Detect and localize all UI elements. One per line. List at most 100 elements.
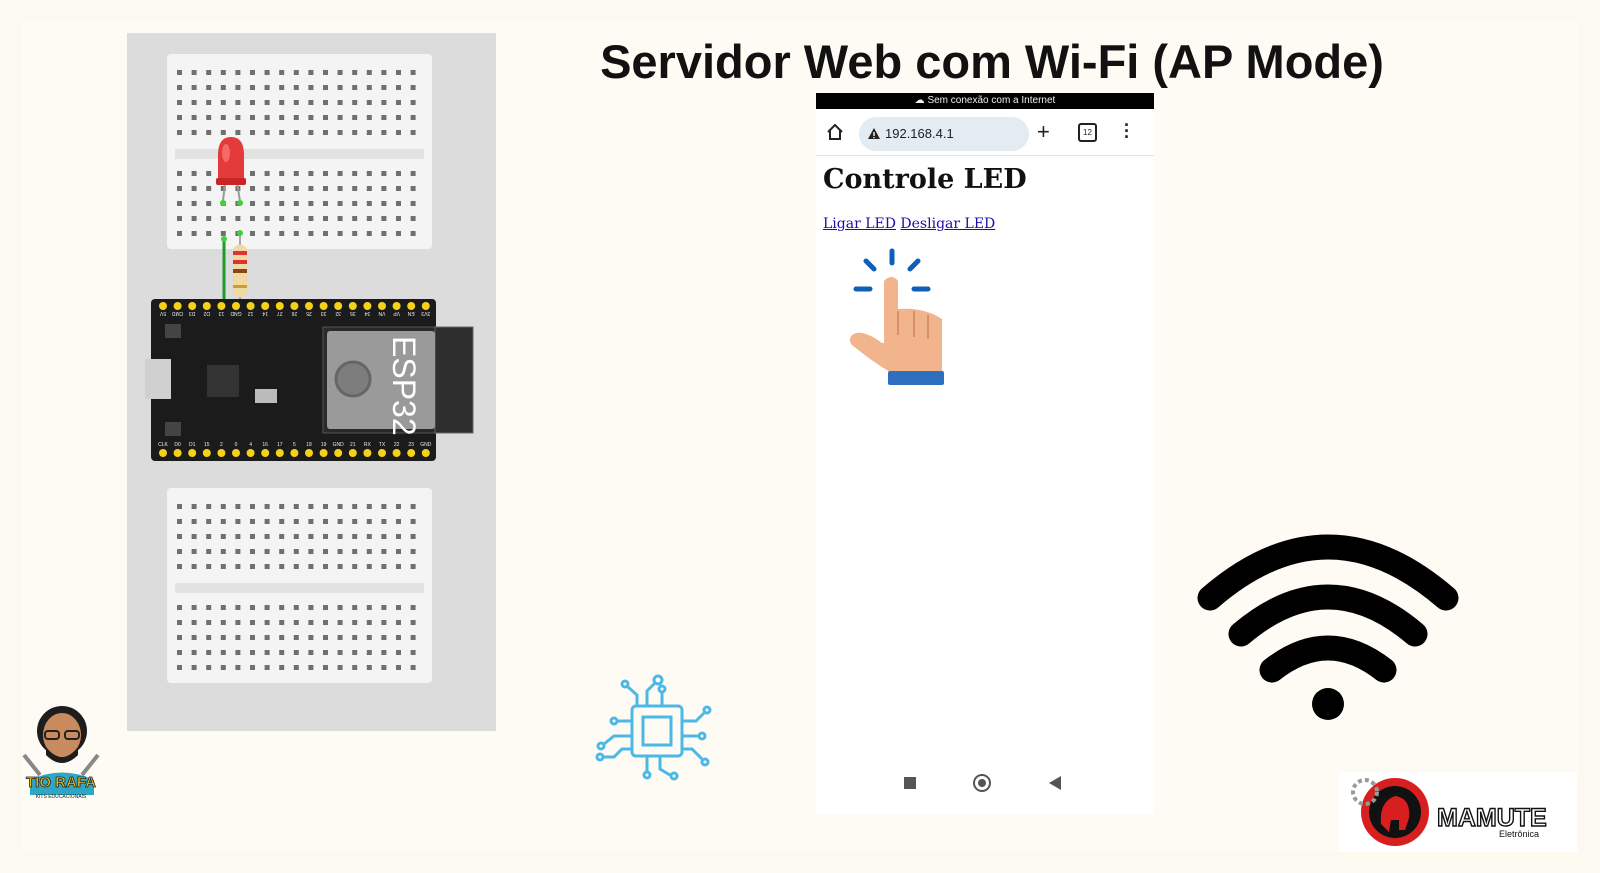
breadboard-hole xyxy=(279,549,285,554)
breadboard-hole xyxy=(410,216,416,221)
breadboard-hole xyxy=(206,504,212,509)
breadboard-hole xyxy=(293,534,299,539)
red-led xyxy=(216,137,246,206)
plus-icon[interactable]: + xyxy=(1037,119,1050,144)
breadboard-hole xyxy=(337,100,343,105)
breadboard-hole xyxy=(177,100,182,105)
breadboard-hole xyxy=(352,130,358,135)
breadboard-hole xyxy=(279,534,285,539)
home-icon[interactable] xyxy=(826,123,844,146)
breadboard-hole xyxy=(279,85,285,90)
page-heading: Controle LED xyxy=(823,164,1027,195)
breadboard-hole xyxy=(323,171,328,176)
breadboard-hole xyxy=(191,85,197,90)
tabs-icon[interactable]: 12 xyxy=(1078,123,1097,142)
breadboard-hole xyxy=(381,186,387,191)
more-vert-icon[interactable]: ··· xyxy=(1124,115,1130,147)
breadboard-hole xyxy=(250,171,255,176)
breadboard-hole xyxy=(264,519,270,524)
slide-title: Servidor Web com Wi-Fi (AP Mode) xyxy=(600,35,1384,88)
nav-square-icon[interactable] xyxy=(904,777,916,789)
pin-label: 17 xyxy=(277,442,283,448)
breadboard-hole xyxy=(396,605,401,610)
breadboard-hole xyxy=(177,605,182,610)
breadboard-hole xyxy=(381,519,387,524)
breadboard-hole xyxy=(206,650,212,655)
esp32-pin xyxy=(319,302,328,310)
breadboard-hole xyxy=(308,504,314,509)
breadboard-hole xyxy=(410,549,416,554)
breadboard-hole xyxy=(235,115,241,120)
pin-label: D2 xyxy=(203,310,210,316)
breadboard-hole xyxy=(177,70,182,75)
nav-circle-icon[interactable] xyxy=(973,774,991,792)
breadboard-hole xyxy=(279,70,285,75)
breadboard-hole xyxy=(381,201,387,206)
breadboard-hole xyxy=(410,564,416,569)
breadboard-hole xyxy=(308,85,314,90)
breadboard-hole xyxy=(191,100,197,105)
breadboard-hole xyxy=(308,534,314,539)
pin-label: 21 xyxy=(350,442,356,448)
pin-label: VN xyxy=(378,310,385,316)
breadboard-hole xyxy=(177,201,182,206)
pin-label: 33 xyxy=(321,310,327,316)
breadboard-hole xyxy=(293,216,299,221)
android-nav-bar xyxy=(816,769,1154,809)
breadboard-bottom-channel xyxy=(175,583,424,593)
breadboard-hole xyxy=(191,504,197,509)
breadboard-hole xyxy=(323,100,328,105)
breadboard-hole xyxy=(396,85,401,90)
breadboard-hole xyxy=(366,70,372,75)
breadboard-hole xyxy=(250,605,255,610)
breadboard-hole xyxy=(235,130,241,135)
breadboard-hole xyxy=(410,620,416,625)
esp32-pin xyxy=(305,302,313,310)
esp32-pin xyxy=(246,302,255,310)
esp32-pin xyxy=(363,449,372,457)
breadboard-hole xyxy=(235,635,241,640)
nav-back-icon[interactable] xyxy=(1048,775,1062,796)
breadboard-hole xyxy=(293,564,299,569)
breadboard-hole xyxy=(410,100,416,105)
breadboard-hole xyxy=(381,85,387,90)
breadboard-hole xyxy=(381,534,387,539)
breadboard-hole xyxy=(337,605,343,610)
breadboard-hole xyxy=(279,620,285,625)
breadboard-hole xyxy=(337,130,343,135)
breadboard-hole xyxy=(206,115,212,120)
wifi-icon xyxy=(1196,530,1460,735)
breadboard-hole xyxy=(323,231,328,236)
breadboard-hole xyxy=(191,665,197,670)
esp32-pin xyxy=(392,302,401,310)
chip-icon xyxy=(592,673,722,790)
breadboard-hole xyxy=(177,620,182,625)
esp32-pin xyxy=(334,302,343,310)
turn-off-led-link[interactable]: Desligar LED xyxy=(900,216,996,232)
breadboard-hole xyxy=(250,85,255,90)
breadboard-hole xyxy=(323,70,328,75)
breadboard-hole xyxy=(352,534,358,539)
breadboard-hole xyxy=(366,549,372,554)
mamute-text: MAMUTE xyxy=(1437,804,1547,832)
pin-label: GND xyxy=(333,442,345,448)
breadboard-hole xyxy=(337,70,343,75)
breadboard-hole xyxy=(381,216,387,221)
breadboard-hole xyxy=(396,564,401,569)
breadboard-hole xyxy=(206,85,212,90)
pin-label: 25 xyxy=(306,310,312,316)
esp32-pin xyxy=(421,302,430,310)
breadboard-hole xyxy=(191,186,197,191)
breadboard-hole xyxy=(352,70,358,75)
pin-label: 12 xyxy=(248,310,254,316)
breadboard-hole xyxy=(381,115,387,120)
url-bar[interactable]: 192.168.4.1 xyxy=(859,117,1029,151)
esp32-pin xyxy=(246,449,255,457)
turn-on-led-link[interactable]: Ligar LED xyxy=(823,216,896,232)
pin-label: 0 xyxy=(235,442,238,448)
pin-label: 5V xyxy=(159,310,166,316)
breadboard-hole xyxy=(323,130,328,135)
pin-label: 14 xyxy=(262,310,268,316)
breadboard-hole xyxy=(366,650,372,655)
breadboard-hole xyxy=(206,620,212,625)
